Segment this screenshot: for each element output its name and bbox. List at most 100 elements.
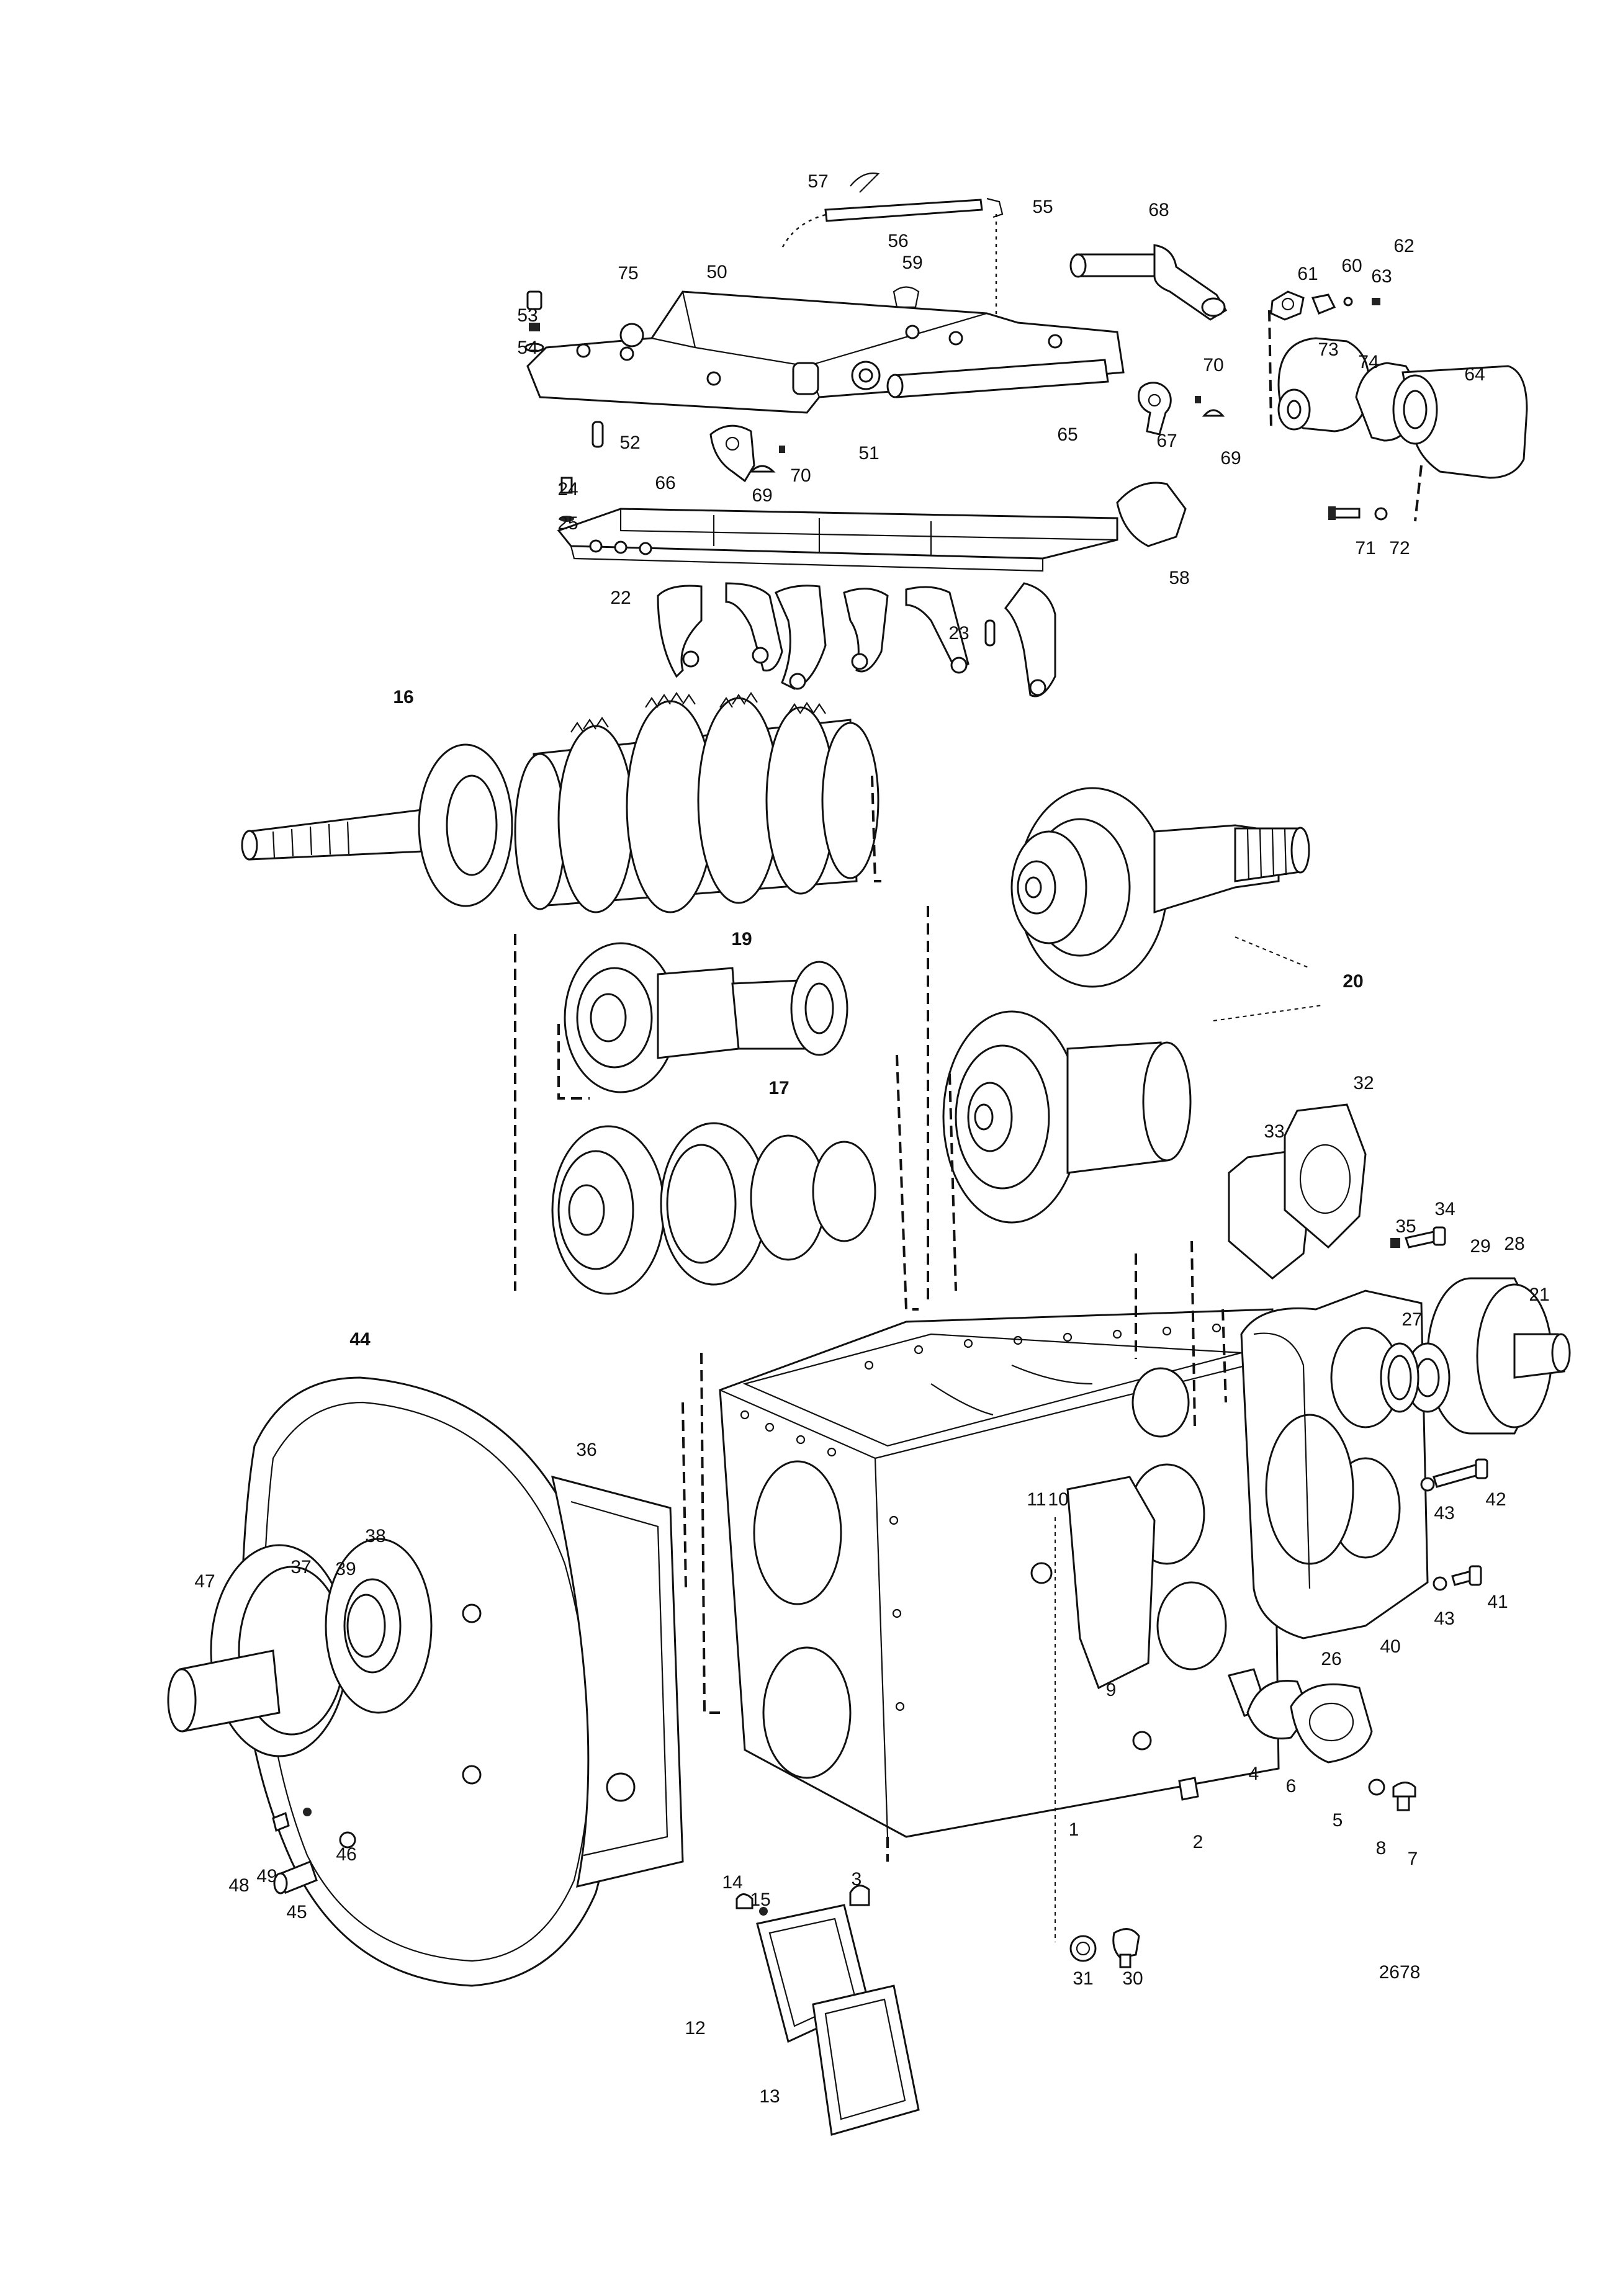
callout-label: 39 bbox=[335, 1559, 356, 1579]
callout-label: 41 bbox=[1487, 1592, 1508, 1612]
callout-label: 37 bbox=[290, 1557, 311, 1577]
callout-label: 31 bbox=[1073, 1968, 1093, 1989]
shift-fork-frame-22 bbox=[557, 477, 1187, 697]
callout-label: 69 bbox=[752, 485, 772, 506]
callout-label: 47 bbox=[194, 1571, 215, 1592]
bolt-71-72 bbox=[1328, 506, 1388, 521]
shifter-cover-50 bbox=[526, 290, 1125, 414]
callout-label: 28 bbox=[1504, 1234, 1524, 1254]
callout-label: 56 bbox=[888, 231, 908, 251]
callout-label: 1 bbox=[1069, 1819, 1079, 1840]
callout-labels: 1234567891011121314151617192021222324252… bbox=[194, 171, 1549, 2107]
callout-label: 70 bbox=[1203, 355, 1223, 375]
callout-label: 43 bbox=[1434, 1608, 1454, 1629]
cover-plate-60-61 bbox=[1270, 290, 1380, 321]
callout-label: 65 bbox=[1057, 424, 1077, 445]
callout-label: 7 bbox=[1408, 1849, 1418, 1869]
bearing-cover-4-5-6 bbox=[1227, 1668, 1416, 1811]
callout-label: 50 bbox=[706, 262, 727, 282]
bolt-34-35 bbox=[1390, 1226, 1446, 1249]
callout-label: 43 bbox=[1434, 1503, 1454, 1523]
callout-label: 20 bbox=[1343, 971, 1363, 992]
callout-label: 19 bbox=[731, 929, 752, 949]
callout-label: 27 bbox=[1401, 1309, 1422, 1330]
callout-label: 3 bbox=[852, 1869, 862, 1890]
callout-label: 10 bbox=[1048, 1489, 1068, 1510]
callout-label: 59 bbox=[902, 253, 922, 273]
callout-label: 33 bbox=[1264, 1121, 1284, 1142]
callout-label: 6 bbox=[1286, 1776, 1297, 1796]
drawing-number: 2678 bbox=[1379, 1962, 1421, 1983]
callout-label: 25 bbox=[557, 513, 578, 534]
callout-label: 14 bbox=[722, 1872, 742, 1893]
selector-housing-64 bbox=[1268, 310, 1528, 522]
gasket-33-cover-32 bbox=[1228, 1103, 1367, 1280]
callout-label: 48 bbox=[228, 1875, 249, 1896]
callout-label: 23 bbox=[948, 623, 969, 644]
callout-label: 70 bbox=[790, 465, 811, 486]
inspection-cover-12-13 bbox=[736, 1885, 920, 2136]
callout-label: 30 bbox=[1122, 1968, 1143, 1989]
callout-label: 57 bbox=[808, 171, 828, 192]
callout-label: 62 bbox=[1393, 236, 1414, 256]
lever-67-66 bbox=[709, 382, 1225, 483]
case-plugs bbox=[1069, 1777, 1199, 1968]
callout-label: 60 bbox=[1341, 256, 1362, 276]
callout-label: 67 bbox=[1156, 431, 1177, 451]
callout-label: 5 bbox=[1333, 1810, 1343, 1831]
callout-label: 54 bbox=[517, 338, 538, 358]
shift-rod-65 bbox=[886, 359, 1109, 398]
callout-label: 36 bbox=[576, 1440, 596, 1460]
callout-label: 71 bbox=[1355, 538, 1375, 558]
transmission-case bbox=[682, 1240, 1280, 1942]
callout-label: 26 bbox=[1321, 1649, 1341, 1669]
callout-label: 69 bbox=[1220, 448, 1241, 469]
callout-label: 44 bbox=[349, 1329, 371, 1350]
bell-housing-44 bbox=[167, 1376, 684, 1987]
callout-label: 21 bbox=[1529, 1285, 1549, 1305]
callout-label: 11 bbox=[1027, 1489, 1046, 1510]
callout-label: 52 bbox=[619, 433, 640, 453]
gear-19 bbox=[514, 934, 848, 1291]
callout-label: 32 bbox=[1353, 1073, 1374, 1093]
callout-label: 61 bbox=[1297, 264, 1318, 284]
callout-label: 17 bbox=[768, 1078, 789, 1098]
output-flange-21-28-29 bbox=[1380, 1277, 1571, 1435]
callout-label: 12 bbox=[685, 2018, 705, 2038]
breather-parts bbox=[524, 286, 920, 448]
callout-label: 68 bbox=[1148, 200, 1169, 220]
callout-label: 8 bbox=[1376, 1838, 1387, 1859]
callout-label: 73 bbox=[1318, 339, 1338, 360]
callout-label: 51 bbox=[858, 443, 879, 464]
callout-label: 38 bbox=[365, 1526, 385, 1546]
selector-lever-68 bbox=[1069, 244, 1228, 321]
callout-label: 40 bbox=[1380, 1636, 1400, 1657]
callout-label: 34 bbox=[1434, 1199, 1455, 1219]
callout-label: 66 bbox=[655, 473, 675, 493]
callout-label: 4 bbox=[1249, 1764, 1259, 1784]
callout-label: 49 bbox=[256, 1866, 277, 1886]
hose-56 bbox=[781, 173, 1004, 316]
bolts-41-42-43 bbox=[1420, 1458, 1488, 1591]
callout-label: 9 bbox=[1106, 1680, 1117, 1700]
gear-20-lower bbox=[942, 1010, 1192, 1291]
callout-label: 24 bbox=[557, 479, 578, 500]
callout-label: 58 bbox=[1169, 568, 1189, 588]
callout-label: 29 bbox=[1470, 1236, 1490, 1257]
callout-label: 16 bbox=[393, 687, 413, 707]
callout-label: 15 bbox=[750, 1890, 770, 1910]
callout-label: 45 bbox=[286, 1902, 307, 1922]
callout-label: 53 bbox=[517, 305, 538, 326]
callout-label: 42 bbox=[1485, 1489, 1506, 1510]
callout-label: 75 bbox=[618, 263, 638, 284]
gear-cluster-17 bbox=[551, 1054, 919, 1311]
callout-label: 74 bbox=[1358, 352, 1379, 372]
callout-label: 72 bbox=[1389, 538, 1410, 558]
callout-label: 35 bbox=[1395, 1216, 1416, 1237]
callout-label: 64 bbox=[1464, 364, 1485, 385]
mainshaft-16 bbox=[241, 692, 881, 913]
callout-label: 63 bbox=[1371, 266, 1392, 287]
callout-label: 2 bbox=[1193, 1832, 1203, 1852]
callout-label: 46 bbox=[336, 1844, 356, 1865]
